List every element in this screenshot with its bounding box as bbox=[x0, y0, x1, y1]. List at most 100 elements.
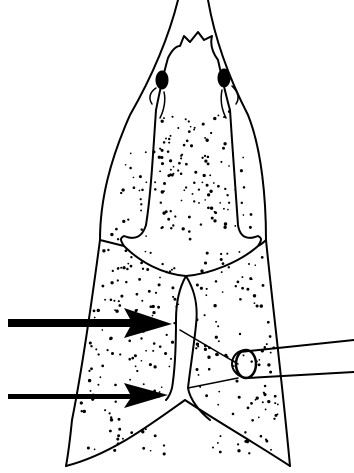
stipple-dot bbox=[258, 417, 260, 419]
stipple-dot bbox=[195, 368, 198, 371]
stipple-dot bbox=[204, 348, 207, 351]
stipple-dot bbox=[178, 162, 181, 165]
stipple-dot bbox=[204, 160, 207, 163]
stipple-dot bbox=[180, 173, 183, 176]
stipple-dot bbox=[94, 317, 96, 319]
stipple-dot bbox=[163, 190, 165, 192]
stipple-dot bbox=[102, 249, 105, 252]
stipple-dot bbox=[226, 194, 228, 196]
stipple-dot bbox=[214, 211, 216, 213]
stipple-dot bbox=[210, 207, 213, 210]
stipple-dot bbox=[243, 354, 245, 356]
stipple-dot bbox=[125, 249, 128, 252]
stipple-dot bbox=[104, 299, 106, 301]
stipple-dot bbox=[204, 314, 206, 316]
stipple-dot bbox=[201, 157, 203, 159]
stipple-dot bbox=[207, 356, 210, 359]
stipple-dot bbox=[215, 336, 218, 339]
stipple-dot bbox=[138, 330, 141, 333]
stipple-dot bbox=[160, 227, 162, 229]
stipple-dot bbox=[141, 360, 143, 362]
stipple-dot bbox=[213, 117, 216, 120]
stipple-dot bbox=[188, 120, 190, 122]
stipple-dot bbox=[218, 391, 220, 393]
stipple-dot bbox=[243, 186, 246, 189]
stipple-dot bbox=[206, 138, 209, 141]
stipple-dot bbox=[182, 227, 185, 230]
stipple-dot bbox=[239, 298, 242, 301]
stipple-dot bbox=[140, 198, 142, 200]
stipple-dot bbox=[172, 296, 174, 298]
stipple-dot bbox=[119, 353, 121, 355]
stipple-dot bbox=[157, 306, 160, 309]
stipple-dot bbox=[171, 174, 174, 177]
stipple-dot bbox=[265, 408, 267, 410]
stipple-dot bbox=[217, 185, 220, 188]
stipple-dot bbox=[180, 157, 182, 159]
stipple-dot bbox=[264, 385, 267, 388]
stipple-dot bbox=[97, 319, 99, 321]
stipple-dot bbox=[188, 130, 191, 133]
stipple-dot bbox=[128, 340, 131, 343]
stipple-dot bbox=[232, 413, 235, 416]
stipple-dot bbox=[150, 252, 152, 254]
stipple-dot bbox=[198, 188, 200, 190]
stipple-dot bbox=[120, 267, 122, 269]
stipple-dot bbox=[146, 268, 149, 271]
stipple-dot bbox=[117, 279, 119, 281]
stipple-dot bbox=[189, 238, 192, 241]
stipple-dot bbox=[226, 253, 228, 255]
stipple-dot bbox=[152, 150, 155, 153]
stipple-dot bbox=[220, 161, 222, 163]
stipple-dot bbox=[133, 186, 136, 189]
arrow-group bbox=[8, 308, 172, 408]
stipple-dot bbox=[219, 451, 222, 454]
stipple-dot bbox=[222, 291, 224, 293]
stipple-dot bbox=[186, 139, 189, 142]
stipple-dot bbox=[131, 357, 134, 360]
stipple-dot bbox=[213, 182, 215, 184]
stipple-dot bbox=[110, 233, 113, 236]
stipple-dot bbox=[220, 258, 223, 261]
needle-icon bbox=[232, 340, 354, 378]
stipple-dot bbox=[114, 384, 117, 387]
stipple-dot bbox=[107, 320, 109, 322]
stipple-dot bbox=[160, 202, 162, 204]
stipple-dot bbox=[145, 428, 147, 430]
stipple-dot bbox=[177, 127, 179, 129]
stipple-dot bbox=[234, 189, 236, 191]
stipple-dot bbox=[163, 117, 165, 119]
stipple-dot bbox=[165, 271, 168, 274]
stipple-dot bbox=[224, 354, 227, 357]
stipple-dot bbox=[164, 352, 167, 355]
stipple-dot bbox=[253, 294, 256, 297]
stipple-dot bbox=[173, 166, 175, 168]
stipple-dot bbox=[163, 452, 166, 455]
stipple-dot bbox=[193, 129, 195, 131]
stipple-dot bbox=[217, 404, 219, 406]
stipple-dot bbox=[145, 251, 147, 253]
stipple-dot bbox=[234, 225, 236, 227]
stipple-dot bbox=[260, 435, 263, 438]
stipple-dot bbox=[218, 340, 220, 342]
stipple-dot bbox=[217, 442, 219, 444]
stipple-dot bbox=[161, 263, 163, 265]
stipple-dot bbox=[190, 144, 193, 147]
stipple-dot bbox=[255, 399, 257, 401]
stipple-dot bbox=[206, 288, 208, 290]
stipple-dot bbox=[109, 430, 112, 433]
stipple-dot bbox=[122, 220, 125, 223]
stipple-dot bbox=[249, 277, 252, 280]
stipple-dot bbox=[87, 446, 90, 449]
stipple-dot bbox=[250, 402, 253, 405]
stipple-dot bbox=[110, 299, 113, 302]
stipple-dot bbox=[177, 169, 179, 171]
stipple-dot bbox=[113, 300, 115, 302]
stipple-dot bbox=[195, 347, 197, 349]
stipple-dot bbox=[267, 400, 270, 403]
stipple-dot bbox=[199, 386, 201, 388]
stipple-dot bbox=[204, 137, 206, 139]
stipple-dot bbox=[198, 202, 200, 204]
stipple-dot bbox=[248, 263, 250, 265]
